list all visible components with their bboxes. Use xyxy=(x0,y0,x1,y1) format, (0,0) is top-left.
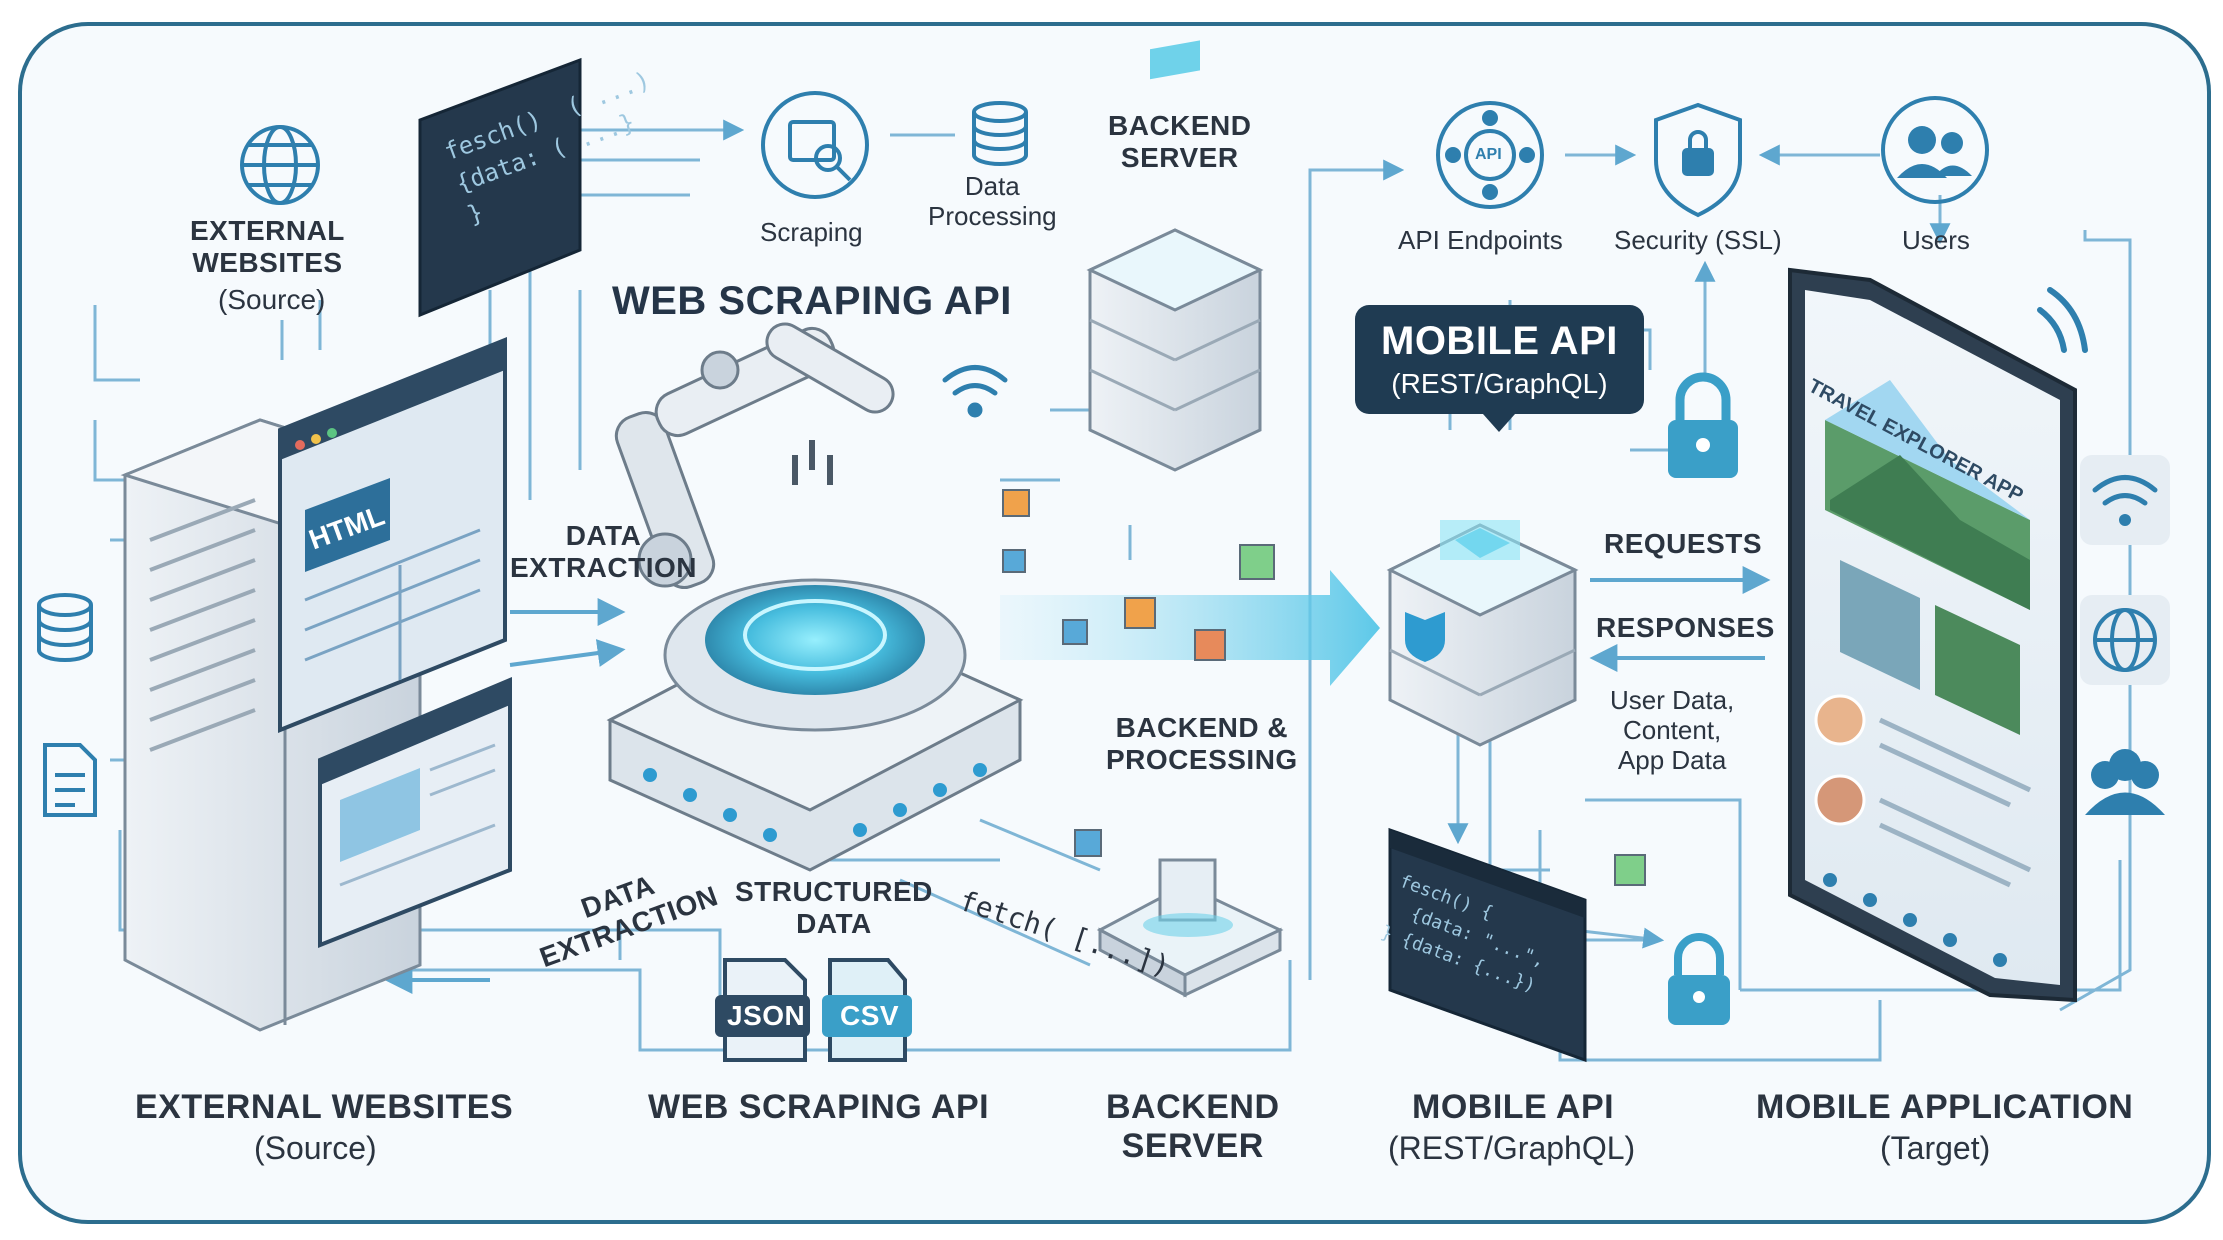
smartphone xyxy=(1788,267,2077,1003)
group-users-icon xyxy=(2085,749,2165,815)
data-cubes xyxy=(1002,489,1646,886)
scraping-label: Scraping xyxy=(760,217,863,247)
mobile-api-callout: MOBILE API (REST/GraphQL) xyxy=(1355,305,1644,432)
responses-label: RESPONSES xyxy=(1596,612,1775,643)
data-processing-icon xyxy=(972,101,1028,166)
bottom-external-websites: EXTERNAL WEBSITES xyxy=(135,1088,514,1126)
web-scraping-api-title: WEB SCRAPING API xyxy=(612,279,1012,323)
users-icon xyxy=(1881,96,1989,204)
api-endpoints-icon xyxy=(1436,101,1544,209)
api-badge: API xyxy=(1475,146,1502,163)
csv-label: CSV xyxy=(840,1000,900,1031)
mobile-api-code-window xyxy=(1388,827,1587,1063)
csv-file-icon xyxy=(822,958,912,1062)
padlock-icon-lower xyxy=(1668,933,1730,1025)
robotic-arm xyxy=(614,322,895,589)
mobile-api-callout-title: MOBILE API xyxy=(1381,319,1618,363)
users-label: Users xyxy=(1902,225,1970,255)
bottom-web-scraping-api: WEB SCRAPING API xyxy=(648,1088,990,1126)
html-browser-window xyxy=(278,337,507,733)
security-label: Security (SSL) xyxy=(1614,225,1782,255)
scraping-icon xyxy=(761,91,869,199)
json-file-icon xyxy=(715,958,810,1062)
api-endpoints-label: API Endpoints xyxy=(1398,225,1563,255)
json-label: JSON xyxy=(727,1000,806,1031)
data-flow-arrows xyxy=(384,566,1771,994)
secondary-browser-window xyxy=(318,676,512,948)
security-shield-icon xyxy=(1654,102,1742,218)
scraping-platform xyxy=(606,578,1024,872)
bottom-mobile-api-sub: (REST/GraphQL) xyxy=(1388,1130,1636,1166)
globe-icon xyxy=(240,125,320,205)
padlock-icon xyxy=(1668,372,1738,478)
data-extraction-upper-label: DATA EXTRACTION xyxy=(510,520,697,584)
bottom-mobile-target: (Target) xyxy=(1880,1130,1991,1166)
backend-server-label-top: BACKEND SERVER xyxy=(1108,110,1252,174)
requests-label: REQUESTS xyxy=(1604,528,1763,559)
mobile-api-server xyxy=(1386,520,1579,747)
bottom-mobile-application: MOBILE APPLICATION xyxy=(1756,1088,2134,1126)
external-source-label: (Source) xyxy=(218,284,326,315)
bottom-backend-server: BACKEND SERVER xyxy=(1106,1088,1280,1166)
mobile-api-callout-subtitle: (REST/GraphQL) xyxy=(1391,368,1608,399)
bottom-mobile-api: MOBILE API xyxy=(1412,1088,1615,1126)
structured-data-label: STRUCTURED DATA xyxy=(735,876,933,940)
document-icon xyxy=(43,743,97,817)
bottom-external-source: (Source) xyxy=(254,1130,377,1166)
database-icon xyxy=(37,593,93,662)
code-window xyxy=(418,57,582,318)
wifi-icon-center xyxy=(942,365,1008,418)
external-websites-label: EXTERNAL WEBSITES xyxy=(190,215,345,279)
right-side-icons xyxy=(2037,287,2170,815)
backend-processing-label: BACKEND & PROCESSING xyxy=(1106,712,1298,776)
backend-server-stack xyxy=(1086,40,1264,472)
payload-label: User Data, Content, App Data xyxy=(1610,685,1735,775)
data-processing-label: Data Processing xyxy=(928,171,1057,231)
backend-node-small xyxy=(1096,858,1284,998)
